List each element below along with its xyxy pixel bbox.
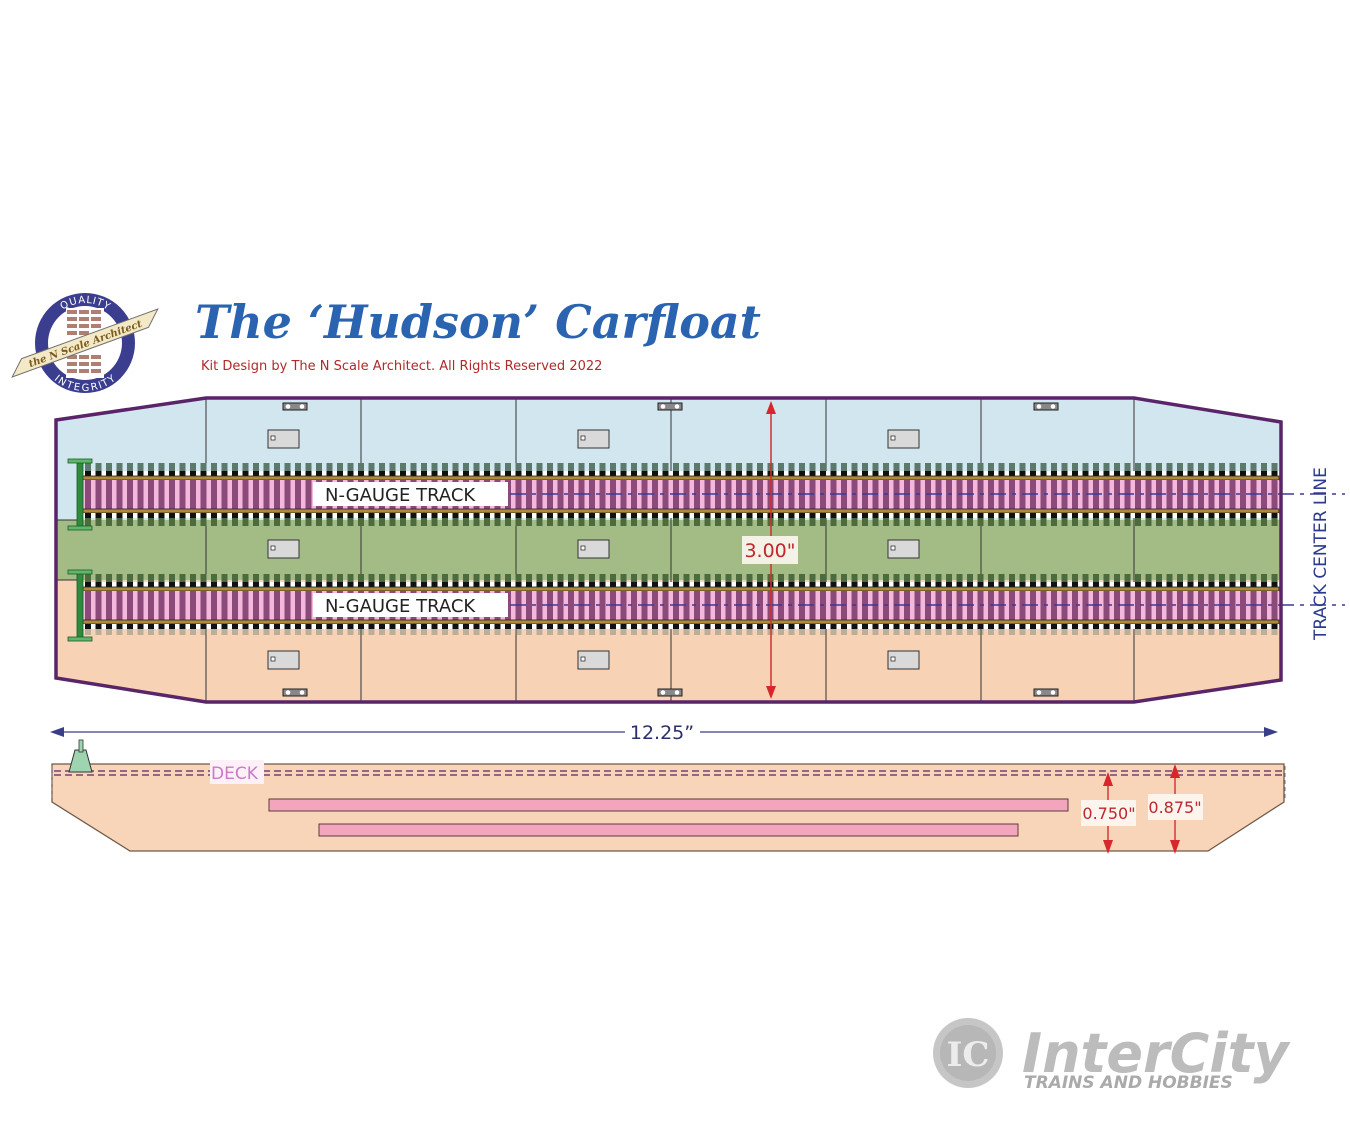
arrow-up-icon: [766, 401, 776, 414]
side-strip-2: [318, 823, 1019, 837]
arrow-left-icon: [50, 727, 64, 737]
hull-outline: [54, 396, 1283, 704]
subtitle: Kit Design by The N Scale Architect. All…: [201, 359, 602, 374]
hatch-icon: [267, 429, 920, 670]
width-dimension-label: 3.00": [744, 540, 795, 562]
track-1: N-GAUGE TRACK: [82, 463, 1345, 526]
plan-view: N-GAUGE TRACK N-GAUGE TRACK: [54, 396, 1345, 704]
svg-text:0.750": 0.750": [1082, 804, 1135, 823]
track-label-2: N-GAUGE TRACK: [325, 596, 476, 617]
deck-label: DECK: [211, 764, 259, 784]
middle-deck: [56, 520, 1281, 580]
width-dimension: 3.00": [742, 401, 798, 699]
arrow-right-icon: [1264, 727, 1278, 737]
arrow-down-icon: [766, 686, 776, 699]
side-view: DECK 0.750" 0.875": [51, 739, 1286, 854]
depth-dimension-1: 0.750": [1081, 772, 1136, 854]
page-title: The ‘Hudson’ Carfloat: [195, 295, 761, 349]
track-label-1: N-GAUGE TRACK: [325, 485, 476, 506]
bumper-icon: [67, 458, 93, 642]
track-2: N-GAUGE TRACK: [82, 574, 1345, 635]
bumper-profile-icon: [68, 739, 93, 773]
intercity-watermark: IC InterCity TRAINS AND HOBBIES: [933, 1018, 1292, 1093]
depth-dimension-2: 0.875": [1148, 764, 1203, 854]
intercity-brand: InterCity: [1022, 1022, 1292, 1085]
intercity-tagline: TRAINS AND HOBBIES: [1024, 1073, 1233, 1093]
svg-text:IC: IC: [947, 1035, 990, 1075]
length-dimension: 12.25”: [50, 722, 1278, 744]
side-strip-1: [268, 798, 1069, 812]
cleat-icon: [282, 402, 1059, 697]
n-scale-architect-logo: QUALITY INTEGRITY the N Scale Architect: [11, 293, 159, 394]
track-center-line-label: TRACK CENTER LINE: [1311, 467, 1331, 641]
svg-text:0.875": 0.875": [1148, 798, 1201, 817]
length-dimension-label: 12.25”: [630, 722, 694, 744]
